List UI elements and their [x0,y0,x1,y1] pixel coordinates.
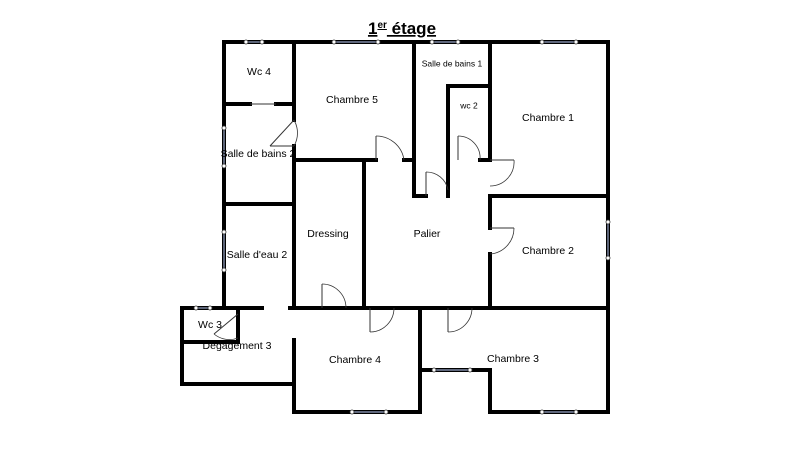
window-wc3 [193,305,213,311]
room-label-chambre5: Chambre 5 [326,94,378,106]
window-chambre1 [539,39,579,45]
door-chambre2 [489,227,515,255]
room-label-wc3: Wc 3 [198,319,222,331]
room-label-chambre1: Chambre 1 [522,112,574,124]
windows [193,39,611,415]
room-label-wc2: wc 2 [459,100,478,110]
door-sdb1 [425,171,449,196]
window-salle-deau-2 [221,229,227,273]
floor-title: 1er étage [368,19,436,38]
room-label-salle-de-bains-2: Salle de bains 2 [221,148,296,160]
door-chambre4 [369,307,395,333]
door-dressing [321,283,347,309]
room-label-degagement3: Dégagement 3 [203,340,272,352]
room-label-chambre3: Chambre 3 [487,353,539,365]
room-label-salle-de-bains-1: Salle de bains 1 [422,58,483,68]
window-chambre3-bottom [539,409,579,415]
door-sdb2 [269,119,298,147]
window-chambre4 [349,409,389,415]
window-chambre5 [331,39,381,45]
window-wc4 [243,39,265,45]
room-labels: Wc 4 Chambre 5 Salle de bains 1 wc 2 Cha… [198,58,574,366]
door-wc3 [213,313,239,340]
door-chambre1 [489,159,515,187]
window-chambre3-left [431,367,473,373]
door-chambre5 [375,135,405,161]
room-label-palier: Palier [414,228,441,240]
doors [213,103,515,340]
walls [180,40,610,414]
room-label-chambre2: Chambre 2 [522,245,574,257]
room-label-chambre4: Chambre 4 [329,354,381,366]
room-label-salle-deau-2: Salle d'eau 2 [227,249,288,261]
window-sdb2 [221,125,227,169]
door-wc2 [457,135,481,161]
window-sdb1 [429,39,461,45]
room-label-dressing: Dressing [307,228,349,240]
room-label-wc4: Wc 4 [247,66,271,78]
door-chambre3 [447,307,473,333]
window-chambre2 [605,219,611,261]
